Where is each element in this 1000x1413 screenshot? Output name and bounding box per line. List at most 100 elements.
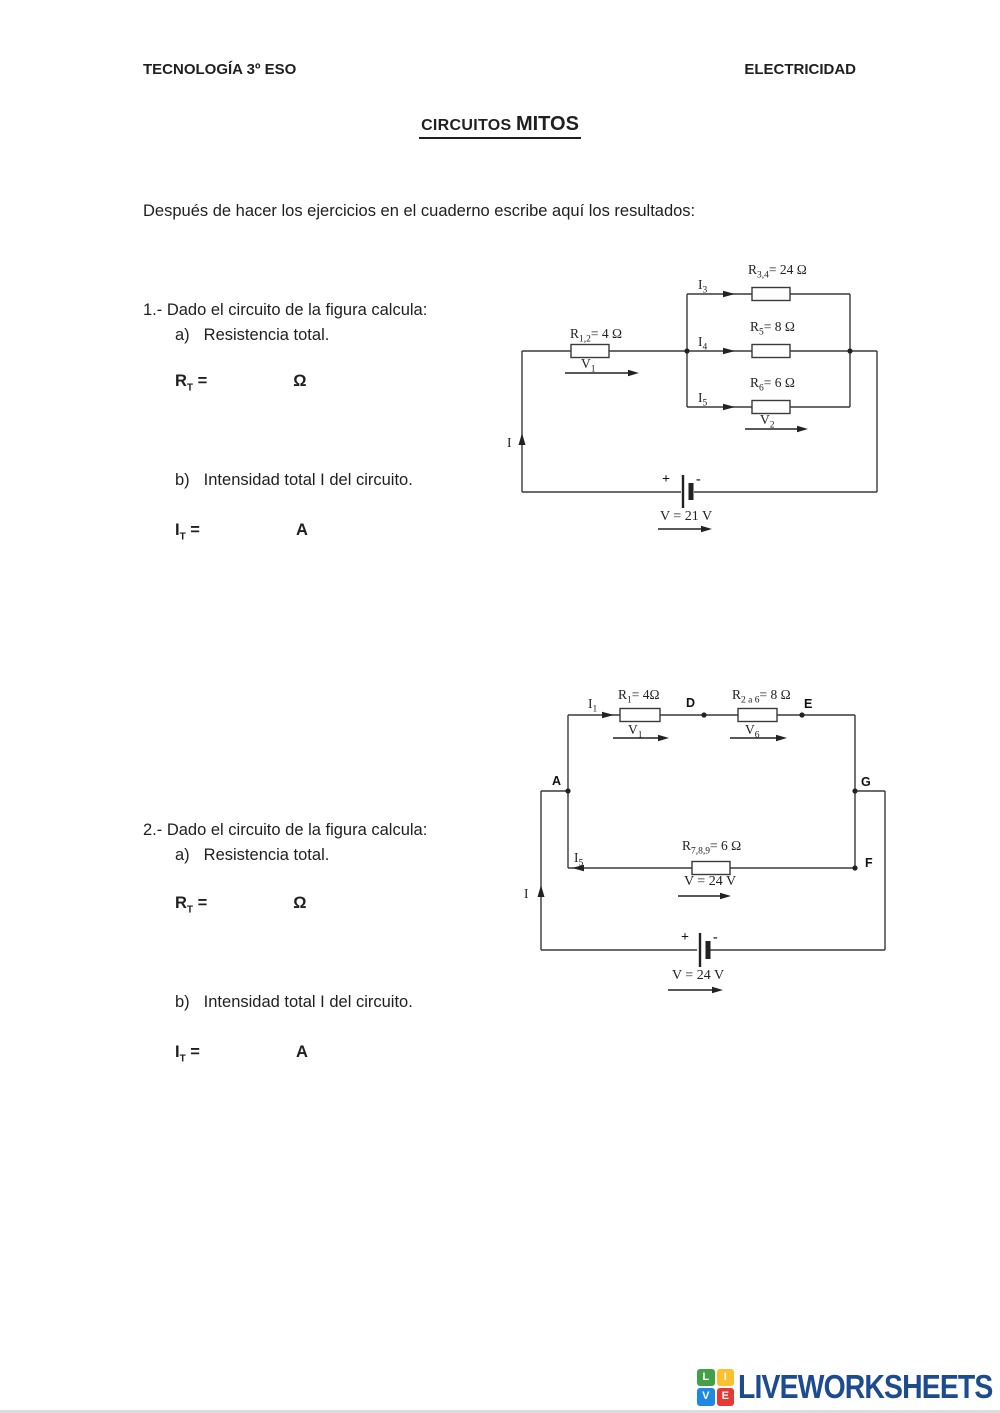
circuit2-nodes [565, 712, 858, 871]
label-r789: R7,8,9= 6 Ω [682, 838, 742, 857]
resistor-r12 [570, 343, 610, 359]
circuit1-resistors [570, 286, 791, 415]
node-label-e: E [804, 697, 813, 711]
circuit1-nodes [684, 348, 853, 354]
battery-plus-sign: + [662, 472, 670, 487]
battery-minus-sign: - [696, 472, 701, 487]
arrow-v1 [628, 369, 639, 377]
q2-rt-symbol: RT = [175, 894, 208, 916]
resistor-r34 [751, 286, 791, 302]
q2-b-text: Intensidad total I del circuito. [203, 993, 413, 1011]
circuit2-resistors [619, 707, 778, 876]
page-title: CIRCUITOS MITOS [0, 113, 1000, 139]
logo-square-v: V [697, 1388, 715, 1406]
q2-item-b: b) Intensidad total I del circuito. [175, 993, 413, 1012]
q2-a-marker: a) [175, 846, 190, 864]
circuit2-battery [698, 933, 711, 967]
resistor-r6 [751, 399, 791, 415]
resistor-r5 [751, 343, 791, 359]
node-dot-a [565, 788, 571, 794]
resistor-r2a6 [737, 707, 778, 723]
circuit2-wires [540, 714, 886, 951]
q2-rt-line: RT = Ω [175, 894, 307, 915]
battery-minus-sign: - [713, 930, 718, 945]
arrow-branch-voltage [720, 892, 731, 900]
intro-text: Después de hacer los ejercicios en el cu… [143, 202, 696, 220]
resistor-r1 [619, 707, 661, 723]
label-r12: R1,2= 4 Ω [570, 326, 623, 345]
logo-square-i: I [716, 1368, 734, 1386]
label-r6: R6= 6 Ω [750, 375, 795, 394]
label-r2a6: R2 a 6= 8 Ω [732, 687, 791, 706]
label-i4: I4 [698, 334, 708, 353]
label-i5: I5 [698, 390, 708, 409]
circuit1-diagram: R1,2= 4 Ω R3,4= 24 Ω R5= 8 Ω R6= 6 Ω I3 … [495, 255, 895, 545]
circuit1-battery [681, 475, 694, 508]
logo-square-l: L [697, 1368, 715, 1386]
q2-a-text: Resistencia total. [203, 846, 330, 864]
node-dot-g [852, 788, 858, 794]
q1-a-text: Resistencia total. [203, 326, 330, 344]
q1-rt-symbol: RT = [175, 372, 208, 394]
circuit1-svg [518, 286, 878, 533]
circuit2-svg [537, 707, 886, 994]
arrow-i5 [723, 403, 735, 411]
q2-prompt: 2.- Dado el circuito de la figura calcul… [143, 821, 428, 839]
node-label-g: G [861, 775, 871, 789]
node-label-a: A [552, 774, 562, 788]
circuit2-diagram: R1= 4Ω R2 a 6= 8 Ω R7,8,9= 6 Ω I1 I5 I V… [510, 670, 910, 1000]
arrow-v6 [776, 734, 787, 742]
label-i5: I5 [574, 850, 584, 869]
label-r1: R1= 4Ω [618, 687, 660, 706]
q1-b-marker: b) [175, 471, 190, 489]
label-i1: I1 [588, 696, 598, 715]
node-label-d: D [686, 696, 696, 710]
q2-it-symbol: IT = [175, 1043, 200, 1065]
q1-item-b: b) Intensidad total I del circuito. [175, 471, 413, 490]
arrow-i-main [537, 885, 545, 897]
q1-it-answer-blank[interactable] [200, 522, 296, 540]
liveworksheets-logo-icon: L I V E [697, 1368, 734, 1406]
q1-it-line: IT =A [175, 521, 308, 542]
label-v6: V6 [745, 722, 760, 741]
battery-plus-sign: + [681, 930, 689, 945]
q1-item-a: a) Resistencia total. [175, 326, 329, 345]
q2-rt-answer-blank[interactable] [207, 895, 293, 913]
resistor-r789 [691, 860, 731, 876]
q1-rt-answer-blank[interactable] [207, 373, 293, 391]
liveworksheets-logo-text: LIVEWORKSHEETS [738, 1368, 993, 1405]
title-prefix: CIRCUITOS [421, 117, 512, 134]
q2-rt-unit: Ω [293, 894, 307, 912]
arrow-i5 [572, 864, 584, 872]
q1-b-text: Intensidad total I del circuito. [203, 471, 413, 489]
q1-prompt: 1.- Dado el circuito de la figura calcul… [143, 301, 428, 319]
logo-square-e: E [716, 1388, 734, 1406]
q2-b-marker: b) [175, 993, 190, 1011]
title-emphasis: MITOS [515, 113, 579, 135]
source-voltage-label: V = 24 V [671, 968, 725, 983]
arrow-i1 [602, 711, 614, 719]
label-i-main: I [507, 435, 512, 450]
liveworksheets-logo[interactable]: L I V E LIVEWORKSHEETS [697, 1368, 1000, 1406]
q1-it-symbol: IT = [175, 521, 200, 543]
arrow-i-main [518, 433, 526, 445]
q2-it-answer-blank[interactable] [200, 1044, 296, 1062]
page-bottom-edge-artifact [0, 1410, 1000, 1413]
label-i-main: I [524, 886, 529, 901]
branch-voltage-label: V = 24 V [683, 874, 737, 889]
label-r34: R3,4= 24 Ω [748, 262, 807, 281]
label-v2: V2 [760, 412, 775, 431]
node-label-f: F [865, 856, 873, 870]
node-dot-d [701, 712, 707, 718]
q1-rt-line: RT = Ω [175, 372, 307, 393]
node-dot-e [799, 712, 805, 718]
q2-item-a: a) Resistencia total. [175, 846, 329, 865]
label-r5: R5= 8 Ω [750, 319, 795, 338]
label-i3: I3 [698, 277, 708, 296]
source-voltage-label: V = 21 V [659, 509, 713, 524]
node-dot [847, 348, 853, 354]
label-v1: V1 [628, 722, 643, 741]
q1-rt-unit: Ω [293, 372, 307, 390]
q1-a-marker: a) [175, 326, 190, 344]
